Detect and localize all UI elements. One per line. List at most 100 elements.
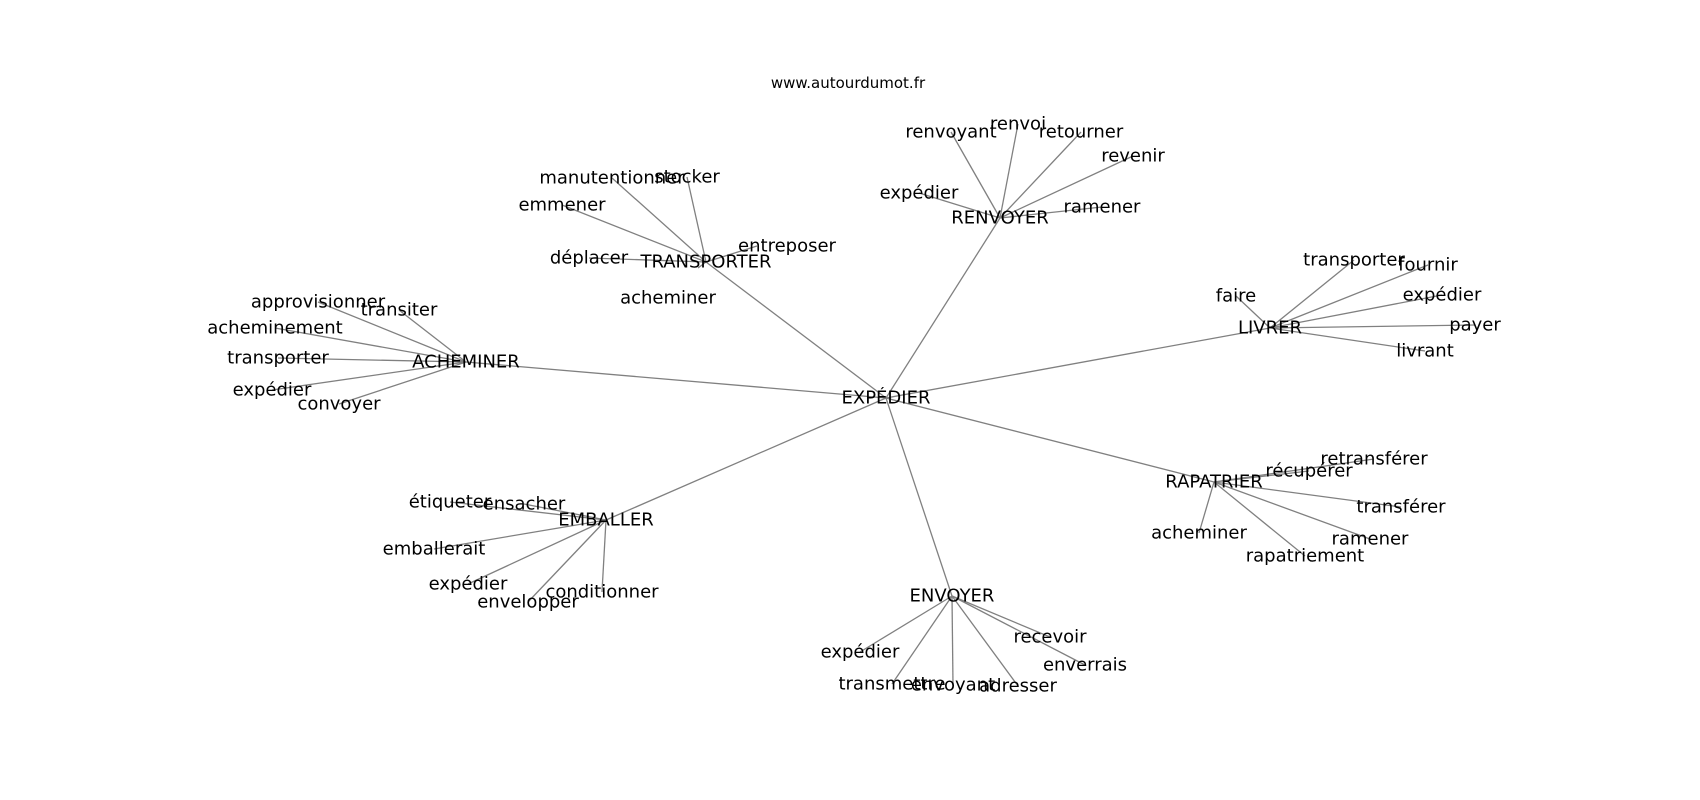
edge-center-livrer — [885, 327, 1271, 399]
leaf-node-transporter-5: acheminer — [620, 288, 716, 309]
leaf-node-renvoyer-1: renvoyant — [905, 122, 996, 143]
hub-node-renvoyer: RENVOYER — [951, 208, 1048, 229]
leaf-node-rapatrier-3: acheminer — [1151, 523, 1247, 544]
leaf-node-envoyer-0: recevoir — [1013, 627, 1087, 648]
edge-emballer-4 — [601, 519, 607, 593]
leaf-node-envoyer-5: adresser — [979, 676, 1057, 697]
edge-transporter-2 — [561, 204, 707, 263]
leaf-node-acheminer-1: transiter — [361, 300, 438, 321]
edge-center-transporter — [705, 261, 887, 399]
edge-transporter-4 — [705, 245, 758, 263]
edge-transporter-1 — [686, 176, 707, 263]
leaf-node-rapatrier-1: récupérer — [1265, 461, 1353, 482]
leaf-node-rapatrier-4: ramener — [1332, 529, 1410, 550]
edge-center-envoyer — [885, 397, 953, 597]
leaf-node-livrer-0: faire — [1216, 286, 1256, 307]
leaf-node-rapatrier-2: transférer — [1356, 497, 1446, 518]
leaf-node-livrer-3: expédier — [1403, 285, 1482, 306]
leaf-node-rapatrier-0: retransférer — [1320, 449, 1428, 470]
leaf-node-transporter-3: déplacer — [550, 248, 629, 269]
edge-transporter-5 — [697, 261, 707, 269]
leaf-node-renvoyer-4: revenir — [1101, 146, 1165, 167]
edge-emballer-5 — [527, 519, 607, 603]
edge-livrer-1 — [1269, 259, 1355, 329]
edge-renvoyer-3 — [999, 131, 1082, 219]
leaf-node-renvoyer-3: retourner — [1039, 122, 1124, 143]
edge-renvoyer-1 — [950, 131, 1001, 219]
edge-rapatrier-4 — [1213, 481, 1371, 540]
edge-rapatrier-0 — [1213, 458, 1375, 483]
hub-node-livrer: LIVRER — [1238, 318, 1302, 339]
leaf-node-emballer-0: étiqueter — [409, 492, 492, 513]
edge-renvoyer-2 — [999, 123, 1019, 219]
edge-emballer-1 — [523, 503, 607, 521]
edge-acheminer-0 — [317, 301, 467, 363]
edge-envoyer-4 — [951, 595, 954, 686]
site-label: www.autourdumot.fr — [771, 74, 926, 92]
leaf-node-acheminer-3: transporter — [227, 348, 329, 369]
leaf-node-emballer-1: ensacher — [483, 494, 566, 515]
hub-node-acheminer: ACHEMINER — [412, 352, 520, 373]
leaf-node-livrer-1: transporter — [1303, 250, 1405, 271]
edge-renvoyer-4 — [999, 155, 1134, 219]
edge-envoyer-0 — [951, 595, 1051, 638]
edge-emballer-3 — [467, 519, 607, 585]
leaf-node-acheminer-0: approvisionner — [251, 292, 386, 313]
edge-acheminer-4 — [271, 361, 467, 391]
edge-emballer-0 — [449, 501, 607, 521]
graph-labels: www.autourdumot.fr EXPÉDIER RENVOYER expéd… — [207, 74, 1501, 697]
leaf-node-emballer-3: expédier — [429, 574, 508, 595]
edge-center-emballer — [605, 397, 887, 521]
edge-livrer-3 — [1269, 294, 1443, 329]
edge-rapatrier-2 — [1213, 481, 1402, 508]
leaf-node-emballer-4: conditionner — [545, 582, 659, 603]
leaf-node-livrer-5: livrant — [1396, 341, 1454, 362]
edge-livrer-4 — [1269, 324, 1476, 329]
edge-rapatrier-5 — [1213, 481, 1306, 557]
hub-node-emballer: EMBALLER — [558, 510, 654, 531]
leaf-node-envoyer-4: envoyant — [911, 675, 995, 696]
edge-acheminer-1 — [398, 309, 467, 363]
edge-envoyer-1 — [951, 595, 1086, 666]
leaf-node-transporter-4: entreposer — [738, 236, 837, 257]
leaf-node-rapatrier-5: rapatriement — [1246, 546, 1365, 567]
edge-emballer-2 — [433, 519, 607, 550]
edge-envoyer-5 — [951, 595, 1019, 687]
leaf-node-acheminer-5: convoyer — [297, 394, 381, 415]
edge-acheminer-5 — [338, 361, 467, 405]
leaf-node-envoyer-1: enverrais — [1043, 655, 1127, 676]
graph-edges — [271, 123, 1476, 687]
leaf-node-livrer-4: payer — [1449, 315, 1501, 336]
hub-node-transporter: TRANSPORTER — [639, 252, 771, 273]
leaf-node-envoyer-3: transmettre — [838, 674, 945, 695]
edge-envoyer-2 — [859, 595, 953, 653]
leaf-node-acheminer-2: acheminement — [207, 318, 343, 339]
leaf-node-renvoyer-2: renvoi — [990, 114, 1046, 135]
edge-livrer-2 — [1269, 264, 1429, 329]
edge-envoyer-3 — [891, 595, 953, 685]
edge-rapatrier-1 — [1213, 470, 1310, 483]
edge-livrer-5 — [1269, 327, 1426, 352]
edge-center-acheminer — [465, 361, 887, 399]
edge-renvoyer-0 — [918, 192, 1001, 219]
leaf-node-transporter-1: stocker — [654, 167, 720, 188]
edge-renvoyer-5 — [999, 206, 1103, 219]
edge-center-rapatrier — [885, 397, 1215, 483]
leaf-node-transporter-0: manutentionner — [539, 168, 685, 189]
edge-transporter-3 — [588, 257, 707, 263]
leaf-node-emballer-5: envelopper — [477, 592, 579, 613]
center-node-label: EXPÉDIER — [842, 387, 931, 409]
edge-transporter-0 — [611, 177, 707, 263]
edge-acheminer-2 — [274, 327, 467, 363]
leaf-node-transporter-2: emmener — [518, 195, 606, 216]
leaf-node-renvoyer-5: ramener — [1064, 197, 1142, 218]
leaf-node-envoyer-2: expédier — [821, 642, 900, 663]
edge-rapatrier-3 — [1198, 481, 1215, 534]
edge-acheminer-3 — [277, 357, 467, 363]
leaf-node-acheminer-4: expédier — [233, 380, 312, 401]
edge-livrer-0 — [1235, 295, 1271, 329]
leaf-node-livrer-2: fournir — [1398, 255, 1458, 276]
leaf-node-renvoyer-0: expédier — [880, 183, 959, 204]
hub-node-envoyer: ENVOYER — [910, 586, 995, 607]
